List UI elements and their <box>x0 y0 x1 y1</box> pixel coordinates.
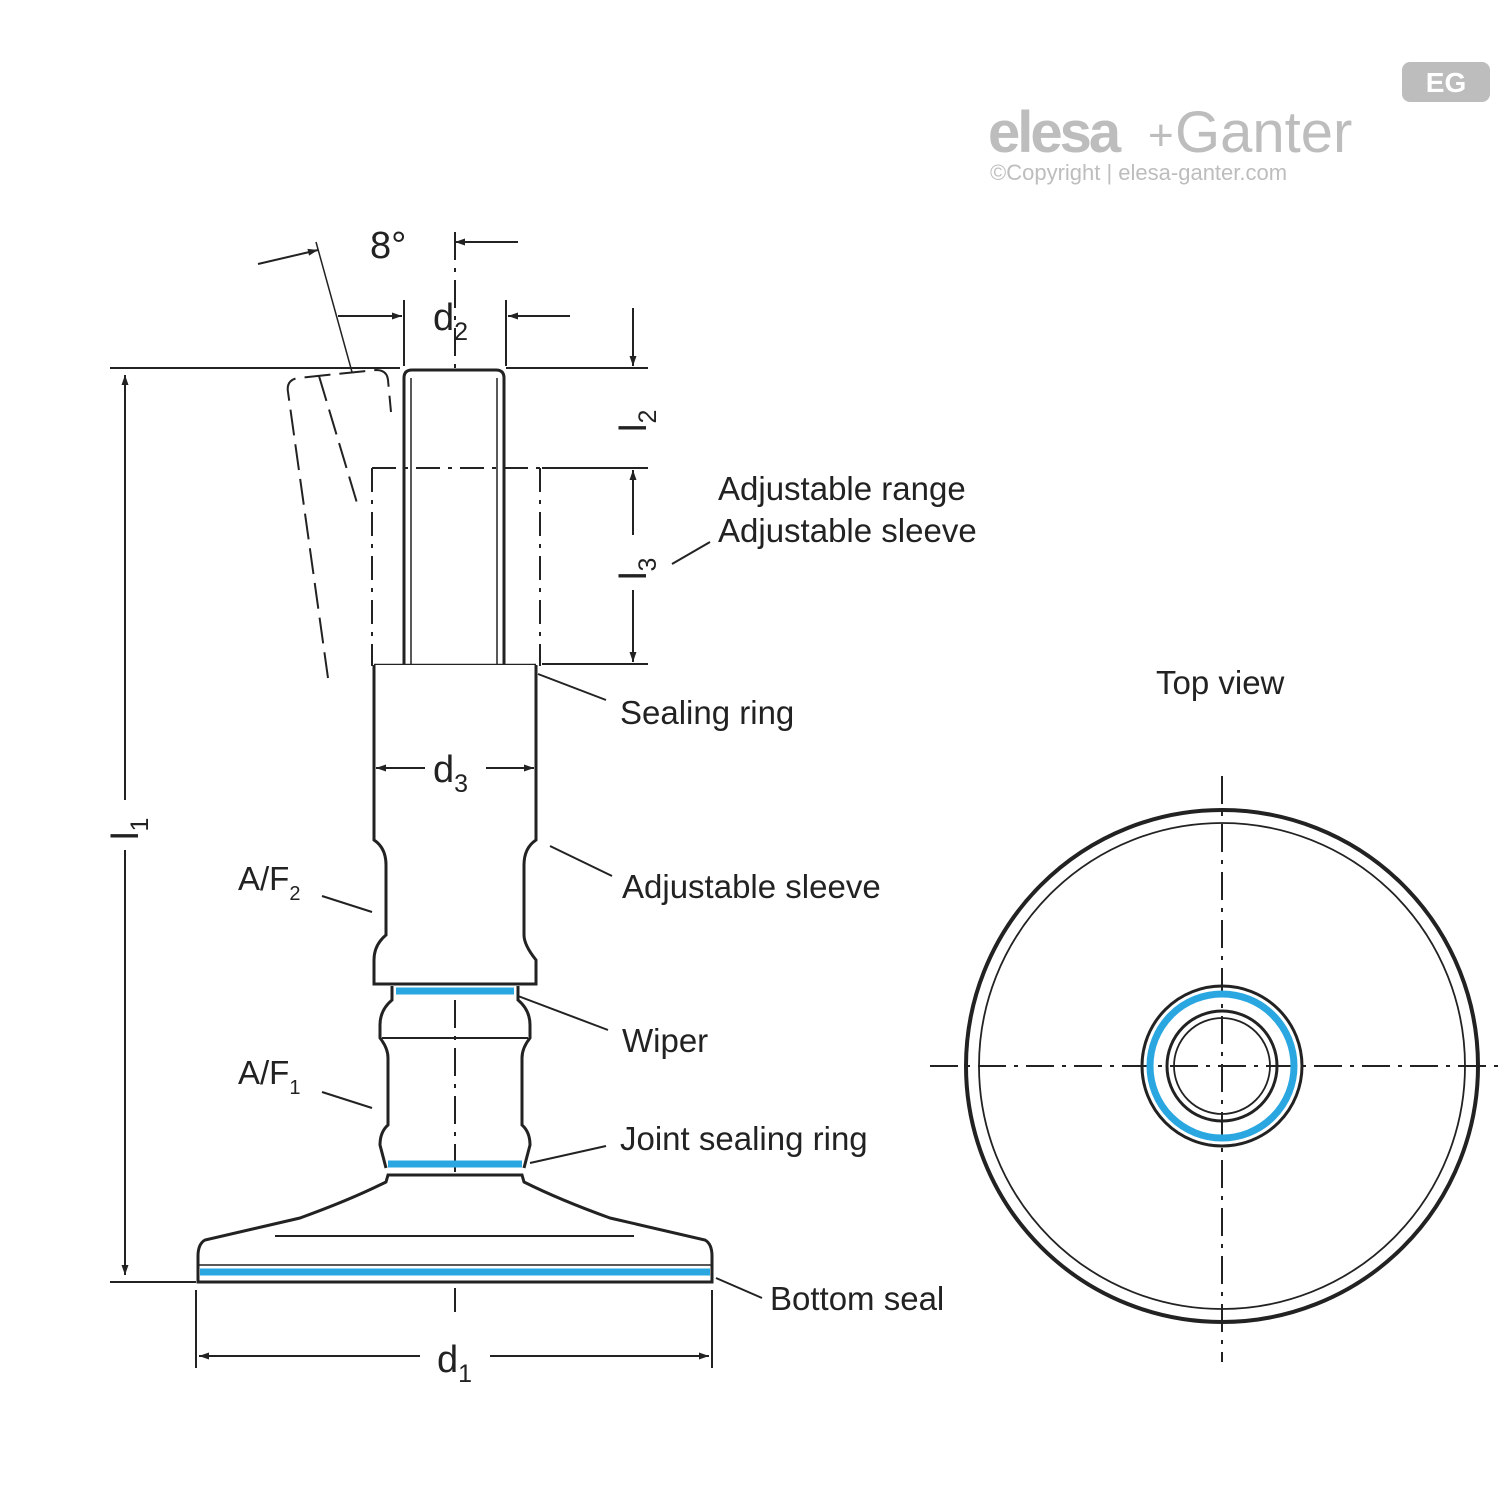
brand-watermark: EG elesa + Ganter ©Copyright | elesa-gan… <box>988 62 1490 185</box>
brand-copyright: ©Copyright | elesa-ganter.com <box>990 160 1287 185</box>
dim-l1: l1 <box>105 818 154 840</box>
brand-logo-plus: + <box>1148 111 1174 160</box>
dim-d1: d1 <box>437 1339 472 1388</box>
label-joint-sealing-ring: Joint sealing ring <box>620 1120 868 1157</box>
leader-lines <box>321 541 763 1299</box>
brand-logo-right: Ganter <box>1175 100 1352 165</box>
threaded-stud <box>402 368 506 667</box>
brand-badge: EG <box>1402 62 1490 102</box>
label-bottom-seal: Bottom seal <box>770 1280 944 1317</box>
neck-joint <box>378 986 532 1169</box>
label-adjustable-sleeve: Adjustable sleeve <box>622 868 881 905</box>
adjustable-range-outline <box>371 467 541 666</box>
sleeve-outer-circle <box>1140 984 1304 1148</box>
base-outer-circle <box>964 808 1480 1324</box>
adjustable-sleeve-body <box>372 665 538 986</box>
dim-af1: A/F1 <box>238 1054 300 1099</box>
angle-label: 8° <box>370 225 406 267</box>
top-view-title: Top view <box>1156 664 1285 701</box>
base <box>196 1173 714 1284</box>
side-view <box>196 232 714 1312</box>
base-inner-circle <box>978 822 1466 1310</box>
label-adjustable-range: Adjustable range <box>718 470 966 507</box>
stud-outer-circle <box>1165 1009 1279 1123</box>
dim-d2: d2 <box>433 297 468 346</box>
label-wiper: Wiper <box>622 1022 708 1059</box>
dim-l3: l3 <box>613 558 662 580</box>
brand-logo-left: elesa <box>988 100 1122 165</box>
stud-inner-circle <box>1173 1017 1271 1115</box>
top-view <box>930 776 1498 1362</box>
seal-ring-circle <box>1146 990 1298 1142</box>
label-sealing-ring: Sealing ring <box>620 694 794 731</box>
dimension-lines <box>110 238 713 1368</box>
swivel-ghost-outline <box>286 368 392 679</box>
brand-badge-text: EG <box>1426 67 1466 98</box>
dim-l2: l2 <box>613 410 662 432</box>
label-adjustable-sleeve-top: Adjustable sleeve <box>718 512 977 549</box>
dim-d3: d3 <box>433 749 468 798</box>
dim-af2: A/F2 <box>238 860 300 905</box>
